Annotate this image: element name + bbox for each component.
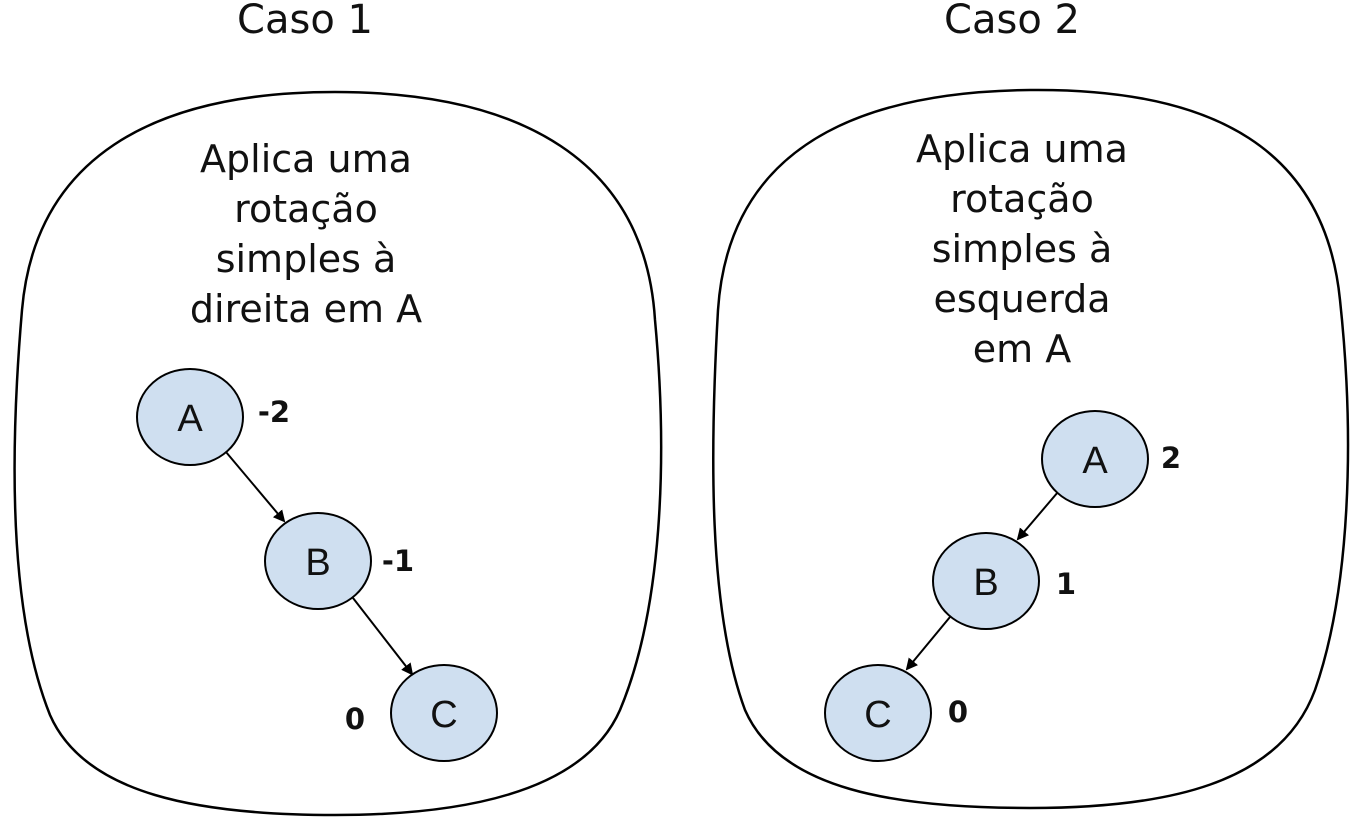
case-1-node-b-circle (264, 512, 372, 610)
case-2-description-line-2: rotação (950, 177, 1094, 221)
case-2-node-b: B (932, 532, 1040, 630)
case-2-description-line-1: Aplica uma (916, 127, 1128, 171)
case-1-node-a-balance: -2 (258, 395, 290, 429)
case-2-description-line-5: em A (973, 327, 1071, 371)
case-2-description-line-4: esquerda (933, 277, 1110, 321)
case-1-node-a: A (136, 368, 244, 466)
case-1-description-line-2: rotação (234, 187, 378, 231)
case-1-node-c-balance: 0 (345, 702, 365, 736)
case-1-panel: Caso 1 Aplica uma rotação simples à dire… (13, 0, 663, 817)
case-1-edge-b-c (352, 597, 414, 676)
case-2-panel: Caso 2 Aplica uma rotação simples à esqu… (711, 0, 1350, 810)
case-1-description-line-1: Aplica uma (200, 137, 412, 181)
case-2-node-a-circle (1041, 410, 1149, 508)
case-1-node-b-label: B (305, 542, 330, 584)
case-1-title: Caso 1 (237, 0, 373, 43)
case-1-boundary (13, 90, 663, 817)
case-2-node-b-circle (932, 532, 1040, 630)
case-1-node-c: C (390, 664, 498, 762)
case-2-edge-b-c (905, 616, 951, 671)
case-1-edge-a-b (225, 451, 286, 523)
case-2-node-c: C (824, 664, 932, 762)
case-2-description-line-3: simples à (932, 227, 1113, 271)
case-2-node-a-label: A (1082, 440, 1108, 482)
case-1-node-c-label: C (430, 694, 457, 736)
case-1-node-a-circle (136, 368, 244, 466)
case-1-node-a-label: A (177, 398, 203, 440)
case-1-node-b: B (264, 512, 372, 610)
case-2-edge-a-b (1016, 491, 1059, 541)
case-1-description-line-3: simples à (216, 237, 397, 281)
case-2-node-c-label: C (864, 694, 891, 736)
case-2-node-b-balance: 1 (1056, 567, 1076, 601)
case-2-node-a: A (1041, 410, 1149, 508)
case-1-node-c-circle (390, 664, 498, 762)
case-2-node-b-label: B (973, 562, 998, 604)
case-1-description-line-4: direita em A (190, 287, 422, 331)
case-2-boundary (711, 88, 1350, 810)
case-2-title: Caso 2 (944, 0, 1080, 43)
case-1-node-b-balance: -1 (382, 544, 414, 578)
case-2-node-a-balance: 2 (1161, 441, 1181, 475)
case-2-node-c-circle (824, 664, 932, 762)
case-2-node-c-balance: 0 (948, 695, 968, 729)
